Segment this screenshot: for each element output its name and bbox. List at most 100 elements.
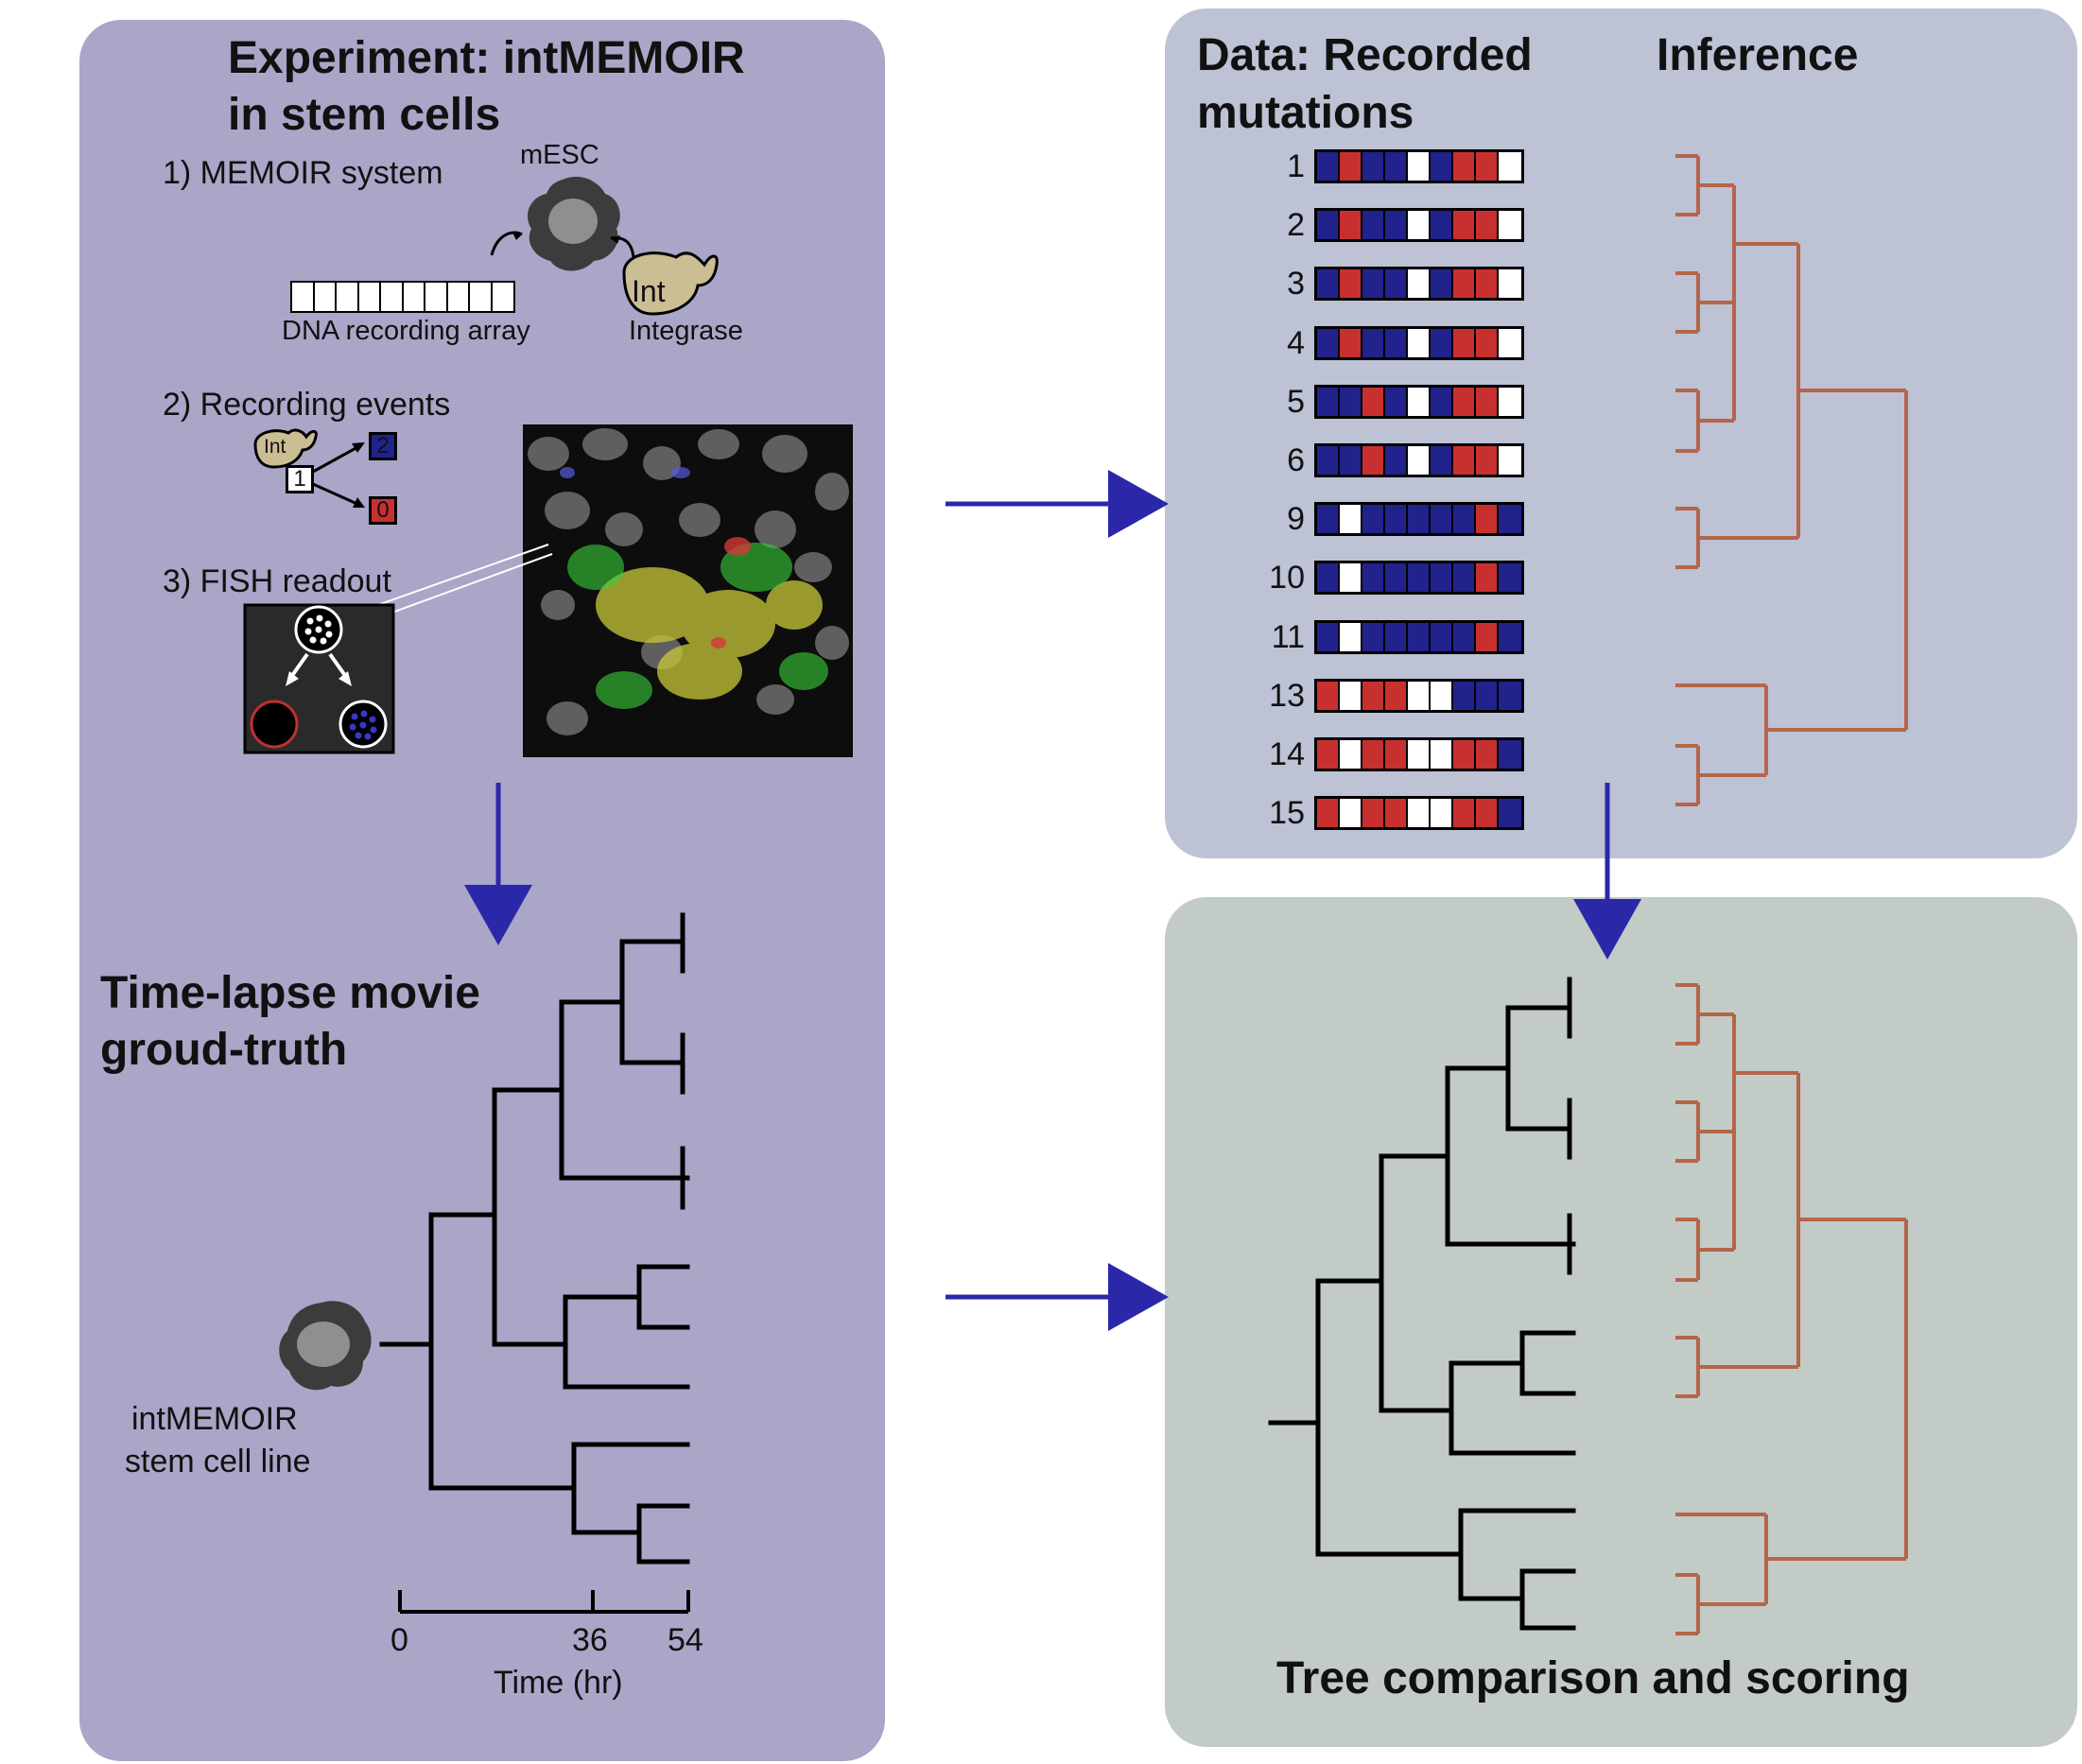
mutation-row (1314, 326, 1524, 360)
axis-tick-36: 36 (572, 1622, 608, 1658)
mutation-cell (1385, 623, 1408, 651)
mutation-cell (1385, 388, 1408, 416)
mutation-cell (1385, 269, 1408, 298)
array-label: DNA recording array (282, 316, 530, 346)
mutation-cell (1408, 446, 1431, 475)
mutation-cell (1385, 211, 1408, 239)
mutation-cell (1385, 152, 1408, 181)
mutation-cell (1362, 623, 1385, 651)
mutation-cell (1362, 740, 1385, 769)
mutation-cell (1408, 505, 1431, 533)
mutation-cell (1453, 388, 1476, 416)
mesc-cell-icon (527, 176, 620, 271)
mutation-cell (1362, 152, 1385, 181)
mutation-row-label: 10 (1269, 560, 1305, 596)
array-to-cell-arrow (490, 231, 523, 256)
mutation-cell (1431, 682, 1453, 710)
mutation-cell (1476, 623, 1499, 651)
mutation-cell (1385, 446, 1408, 475)
mutation-cell (1317, 623, 1340, 651)
mutation-cell (1476, 682, 1499, 710)
mutation-cell (1340, 563, 1362, 592)
mutation-cell (1431, 446, 1453, 475)
mutation-cell (1453, 446, 1476, 475)
mutation-row (1314, 561, 1524, 595)
mutation-cell (1385, 563, 1408, 592)
mutation-cell (1340, 682, 1362, 710)
flow-arrows (464, 470, 1641, 1331)
mutation-cell (1408, 269, 1431, 298)
cell-line-label-1: intMEMOIR (131, 1401, 298, 1437)
mutation-row (1314, 796, 1524, 830)
data-title-line2: mutations (1197, 88, 1414, 138)
comparison-inferred-tree (1675, 983, 1908, 1635)
mutation-cell (1476, 740, 1499, 769)
mutation-cell (1431, 563, 1453, 592)
mutation-cell (1453, 799, 1476, 827)
mutation-cell (1431, 211, 1453, 239)
stem-cell-icon (279, 1301, 372, 1391)
step1-label: 1) MEMOIR system (163, 155, 443, 191)
integrase-label: Integrase (629, 316, 743, 346)
mutation-cell (1453, 152, 1476, 181)
mutation-row-label: 6 (1287, 442, 1305, 478)
fish-microscopy-image (523, 424, 853, 757)
mutation-cell (1362, 269, 1385, 298)
mutation-cell (1317, 152, 1340, 181)
mutation-cell (1499, 152, 1521, 181)
mutation-cell (1362, 446, 1385, 475)
mutation-cell (1476, 269, 1499, 298)
mutation-cell (1453, 740, 1476, 769)
mutation-row (1314, 737, 1524, 771)
mutation-cell (1408, 799, 1431, 827)
mutation-cell (1362, 211, 1385, 239)
mutation-row-label: 1 (1287, 148, 1305, 184)
step2-label: 2) Recording events (163, 387, 451, 423)
time-axis-label: Time (hr) (494, 1665, 623, 1701)
mutation-cell (1340, 329, 1362, 357)
mutation-cell (1362, 563, 1385, 592)
mutation-cell (1408, 329, 1431, 357)
fish-readout-diagram (243, 603, 395, 754)
mutation-cell (1408, 211, 1431, 239)
mutation-cell (1362, 799, 1385, 827)
mutation-cell (1453, 623, 1476, 651)
mutation-cell (1340, 623, 1362, 651)
mutation-row-label: 13 (1269, 678, 1305, 714)
mutation-cell (1408, 563, 1431, 592)
integrase-whale-icon (622, 251, 719, 316)
mutation-cell (1408, 388, 1431, 416)
mutation-cell (1362, 505, 1385, 533)
mutation-cell (1431, 269, 1453, 298)
mutation-cell (1317, 446, 1340, 475)
mutation-row-label: 11 (1271, 619, 1305, 655)
mutation-row (1314, 502, 1524, 536)
mutation-cell (1453, 329, 1476, 357)
mutation-cell (1362, 329, 1385, 357)
mutation-cell (1317, 682, 1340, 710)
mutation-cell (1340, 505, 1362, 533)
mutation-cell (1431, 329, 1453, 357)
mutation-row (1314, 208, 1524, 242)
data-title-line1: Data: Recorded (1197, 30, 1533, 80)
mutation-row (1314, 267, 1524, 301)
mutation-cell (1499, 505, 1521, 533)
mutation-cell (1408, 740, 1431, 769)
int-small-label: Int (264, 436, 286, 458)
axis-tick-0: 0 (390, 1622, 408, 1658)
mutation-cell (1476, 563, 1499, 592)
time-axis (398, 1590, 690, 1614)
mutation-cell (1499, 799, 1521, 827)
mutation-row-label: 9 (1287, 501, 1305, 537)
mutation-cell (1453, 269, 1476, 298)
mutation-cell (1340, 152, 1362, 181)
mutation-cell (1385, 505, 1408, 533)
mutation-cell (1385, 329, 1408, 357)
mutation-row-label: 3 (1287, 266, 1305, 302)
mutation-cell (1431, 623, 1453, 651)
mutation-cell (1408, 152, 1431, 181)
dna-recording-array (290, 281, 515, 313)
mutation-cell (1476, 799, 1499, 827)
mutation-cell (1453, 682, 1476, 710)
